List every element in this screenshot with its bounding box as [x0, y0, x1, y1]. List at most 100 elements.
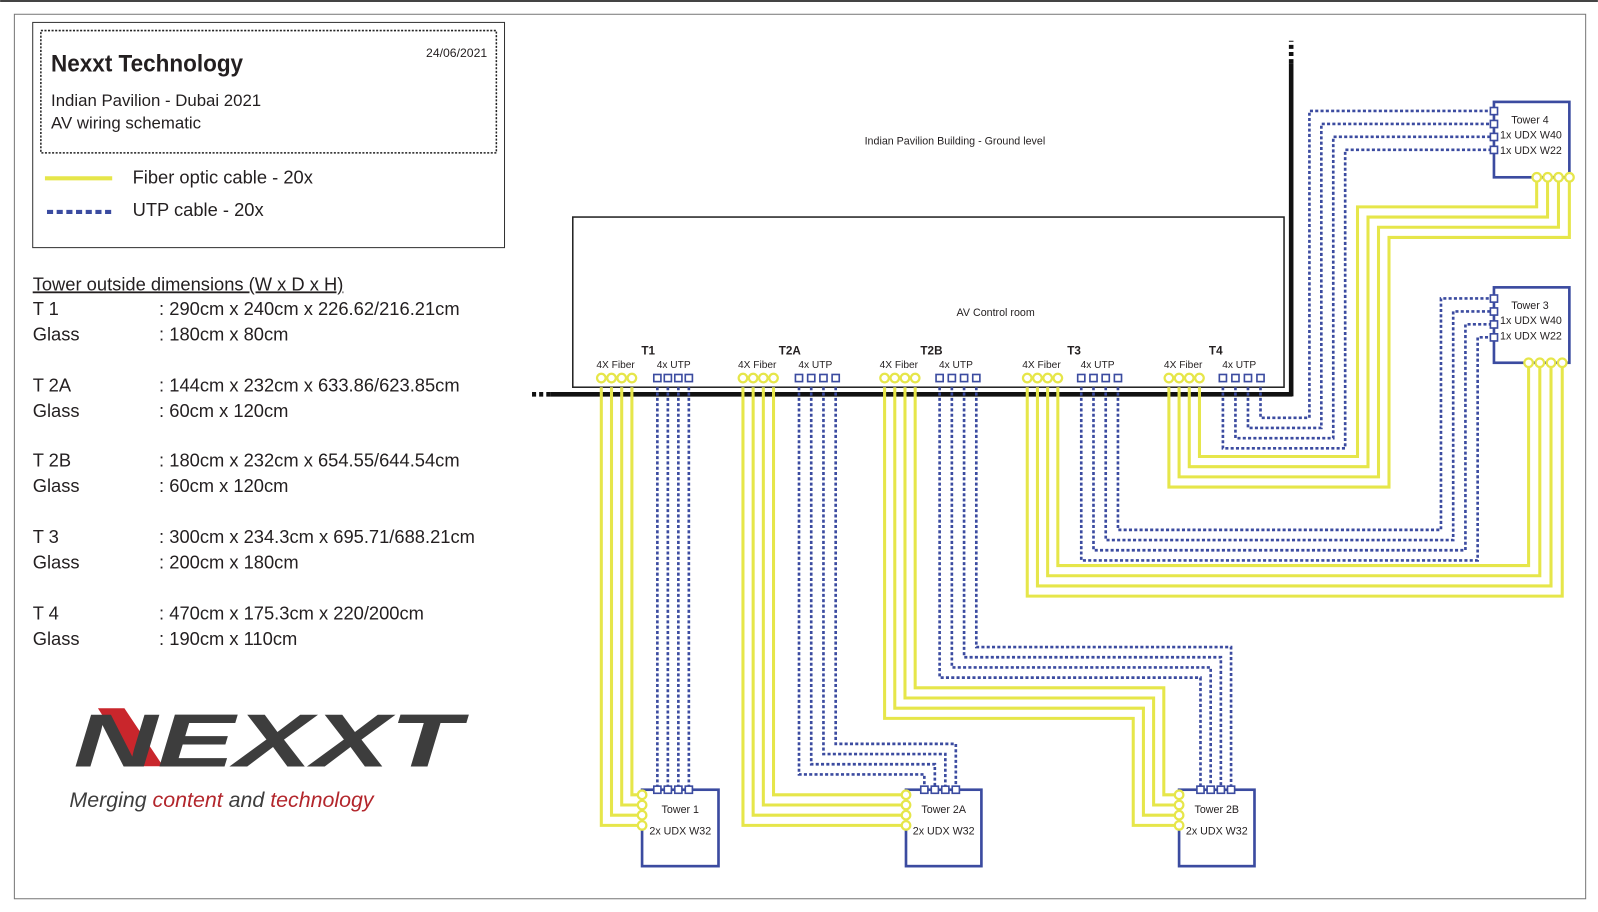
panel-utp-port-icon: [819, 373, 828, 383]
utp-cable-t2a: [809, 387, 937, 790]
tagline-part: technology: [270, 788, 375, 812]
fiber-cable-t1: [599, 387, 643, 827]
tower-fiber-connector-icon: [1553, 171, 1564, 183]
tower-name: Tower 4: [1511, 114, 1548, 126]
cables: [599, 109, 1571, 827]
dimensions-title: Tower outside dimensions (W x D x H): [33, 273, 344, 294]
utp-cable-t3: [1079, 335, 1494, 562]
tower-fiber-connector-icon: [1173, 809, 1185, 821]
fiber-cable-t2a: [771, 387, 906, 797]
tower-device: 1x UDX W40: [1500, 130, 1562, 142]
panel-utp-port-icon: [1101, 373, 1111, 383]
dimension-value: : 60cm x 120cm: [159, 475, 288, 496]
date: 24/06/2021: [426, 46, 487, 60]
tower-utp-port-icon: [1489, 307, 1499, 316]
utp-cable-t2b: [950, 387, 1212, 790]
panel-fiber-connector-icon: [1052, 372, 1064, 384]
panel-utp-port-icon: [947, 373, 957, 383]
panel-utp-port-icon: [652, 373, 662, 383]
tower-fiber-connector-icon: [636, 819, 648, 831]
nexxt-logo: NEXXT Merging content and technology: [69, 698, 469, 812]
tower-fiber-connector-icon: [636, 799, 648, 811]
tower-utp-port-icon: [1489, 320, 1499, 329]
page-frame: [13, 13, 1587, 900]
panel-utp-port-icon: [1243, 373, 1253, 383]
panel-group-label: T3: [1067, 345, 1081, 358]
tower-utp-port-icon: [1216, 785, 1226, 795]
utp-count-label: 4x UTP: [657, 360, 691, 371]
panel-fiber-connector-icon: [757, 372, 769, 384]
tower-utp-port-icon: [930, 785, 940, 795]
utp-cable-t4: [1221, 148, 1494, 450]
project-name: Indian Pavilion - Dubai 2021: [51, 91, 261, 110]
tower-fiber-connector-icon: [1556, 357, 1568, 369]
tower-utp-port-icon: [1489, 294, 1499, 303]
utp-cable-t2b: [962, 387, 1223, 790]
logo-red-swoosh: [97, 708, 164, 767]
document-subtitle: AV wiring schematic: [51, 113, 201, 132]
tower-name: Tower 3: [1511, 300, 1548, 312]
tower-1: Tower 12x UDX W32: [640, 788, 720, 868]
panel-group-label: T4: [1209, 345, 1223, 358]
tower-fiber-connector-icon: [1542, 171, 1554, 183]
dimension-label: T 1: [33, 298, 59, 319]
panel-fiber-connector-icon: [909, 372, 921, 384]
utp-count-label: 4x UTP: [939, 360, 973, 371]
panel-utp-port-icon: [959, 373, 969, 383]
panel-fiber-connector-icon: [1021, 372, 1033, 384]
dimension-label: T 2B: [33, 450, 71, 471]
utp-count-label: 4x UTP: [798, 360, 832, 371]
tower-utp-port-icon: [1489, 145, 1499, 155]
panel-utp-port-icon: [1256, 373, 1265, 383]
utp-cable-t3: [1092, 323, 1494, 552]
panel-group-label: T2B: [920, 345, 942, 358]
dimension-value: : 190cm x 110cm: [159, 628, 297, 649]
panel-fiber-connector-icon: [1173, 372, 1185, 384]
dimension-value: : 180cm x 80cm: [159, 323, 288, 344]
tower-fiber-connector-icon: [1173, 799, 1185, 811]
utp-count-label: 4x UTP: [1081, 360, 1115, 371]
tower-fiber-connector-icon: [636, 789, 648, 801]
dimension-label: Glass: [33, 475, 80, 496]
dimension-label: T 2A: [33, 374, 72, 395]
panel-fiber-connector-icon: [1183, 372, 1195, 384]
fiber-count-label: 4X Fiber: [1164, 360, 1203, 371]
tower-device: 1x UDX W22: [1500, 145, 1562, 157]
tower-name: Tower 2A: [921, 804, 966, 816]
dimension-value: : 200cm x 180cm: [159, 552, 299, 573]
dimension-label: T 4: [33, 603, 59, 624]
dimension-value: : 290cm x 240cm x 226.62/216.21cm: [159, 298, 460, 319]
panel-utp-port-icon: [971, 373, 981, 383]
fiber-cable-t2b: [903, 387, 1180, 807]
fiber-cable-t3: [1056, 362, 1531, 568]
tower-utp-port-icon: [673, 785, 683, 795]
tower-fiber-connector-icon: [1545, 357, 1557, 369]
legend-utp-label: UTP cable - 20x: [133, 199, 264, 220]
legend-fiber-label: Fiber optic cable - 20x: [133, 166, 313, 187]
dimension-label: Glass: [33, 552, 80, 573]
tower-fiber-connector-icon: [900, 809, 912, 821]
dimension-label: Glass: [33, 628, 80, 649]
dimension-value: : 144cm x 232cm x 633.86/623.85cm: [159, 374, 460, 395]
fiber-cable-t4: [1167, 177, 1571, 489]
tower-utp-port-icon: [1206, 785, 1216, 795]
fiber-cable-t2a: [751, 387, 906, 817]
fiber-cable-t3: [1046, 362, 1542, 578]
tower-utp-port-icon: [1489, 106, 1499, 116]
panel-utp-port-icon: [673, 373, 683, 383]
panel-utp-port-icon: [684, 373, 694, 383]
utp-cable-t2b: [974, 387, 1233, 790]
tower-fiber-connector-icon: [1564, 171, 1575, 183]
tagline-part: Merging: [69, 788, 152, 812]
tower-fiber-connector-icon: [900, 799, 912, 811]
fiber-cable-t4: [1177, 177, 1560, 479]
tower-device: 2x UDX W32: [1186, 826, 1248, 838]
tower-fiber-connector-icon: [1534, 357, 1546, 369]
tower-fiber-connector-icon: [900, 789, 912, 801]
fiber-cable-t2a: [741, 387, 906, 827]
control-room-label: AV Control room: [957, 307, 1035, 319]
